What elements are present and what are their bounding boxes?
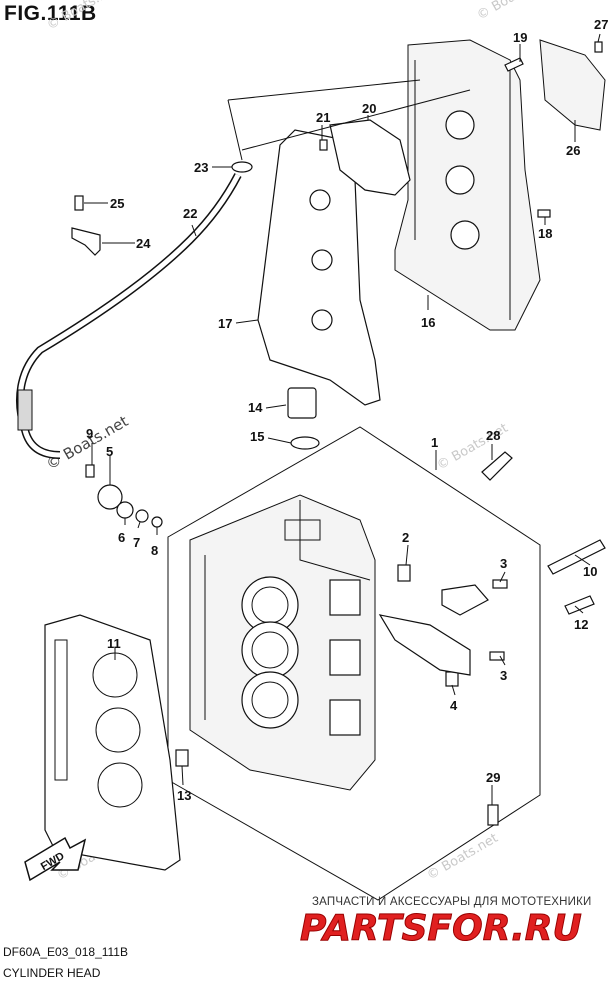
hose-clip <box>71 227 101 256</box>
cylinder-head <box>189 494 376 791</box>
filler-o-ring <box>290 436 320 450</box>
thermostat-gasket <box>116 501 134 519</box>
watermark-boats-2: © Boats.net <box>475 0 551 23</box>
callout-20: 20 <box>362 101 376 116</box>
callout-24: 24 <box>136 236 151 251</box>
hose-sleeve <box>17 389 33 431</box>
callout-12: 12 <box>574 617 588 632</box>
bolt-8 <box>151 516 163 528</box>
bolt-9 <box>85 464 95 478</box>
bolt-19 <box>504 57 524 72</box>
oil-filler-cap <box>287 387 317 419</box>
callout-26: 26 <box>566 143 580 158</box>
figure-name: CYLINDER HEAD <box>3 966 101 980</box>
callout-3b: 3 <box>500 668 507 683</box>
breather-hose <box>16 173 242 459</box>
callout-1: 1 <box>431 435 438 450</box>
callout-13: 13 <box>177 788 191 803</box>
callout-4: 4 <box>450 698 458 713</box>
bolt-10 <box>547 539 606 575</box>
plug-seal-1 <box>309 189 331 211</box>
watermark-boats-1: © Boats.net <box>45 0 121 33</box>
hose-clamp <box>231 161 253 173</box>
promo-tagline: ЗАПЧАСТИ И АКСЕССУАРЫ ДЛЯ МОТОТЕХНИКИ <box>312 896 592 908</box>
watermark-boats-main: © Boats.net <box>43 412 131 473</box>
callout-21: 21 <box>316 110 330 125</box>
page-title: FIG.111B <box>4 2 97 25</box>
callout-7: 7 <box>133 535 140 550</box>
callout-9: 9 <box>86 426 93 441</box>
callout-3a: 3 <box>500 556 507 571</box>
leader-lines <box>84 33 601 805</box>
callout-22: 22 <box>183 206 197 221</box>
callout-19: 19 <box>513 30 527 45</box>
callout-10: 10 <box>583 564 597 579</box>
callout-29: 29 <box>486 770 500 785</box>
fwd-arrow: FWD <box>24 836 87 882</box>
dowel-29 <box>487 804 499 826</box>
callout-23: 23 <box>194 160 208 175</box>
bolt-25 <box>74 195 84 211</box>
callout-2: 2 <box>402 530 409 545</box>
callout-18: 18 <box>538 226 552 241</box>
watermark-boats-4: © Boats.net <box>425 831 501 884</box>
bolt-12 <box>564 595 595 615</box>
cover-plate <box>539 39 606 131</box>
dowel-2 <box>397 564 411 582</box>
callout-27: 27 <box>594 17 608 32</box>
promo-logo-text: PARTSFOR.RU <box>300 908 582 949</box>
callout-15: 15 <box>250 429 264 444</box>
callout-16: 16 <box>421 315 435 330</box>
cam-cover <box>394 39 541 331</box>
callout-11: 11 <box>107 636 121 651</box>
dowel-4 <box>445 671 459 687</box>
plug-seal-3 <box>311 309 333 331</box>
seal-7 <box>135 509 149 523</box>
bolt-18 <box>537 209 551 218</box>
bolt-21 <box>319 139 328 151</box>
promo-logo: PARTSFOR.RU <box>300 908 583 950</box>
bolt-3b <box>489 651 505 661</box>
plug-seal-2 <box>311 249 333 271</box>
callout-17: 17 <box>218 316 232 331</box>
cam-cap-upper <box>441 584 489 616</box>
cam-cap-lower <box>378 614 471 676</box>
gasket-plate <box>329 119 411 196</box>
callout-6: 6 <box>118 530 125 545</box>
spark-plug <box>481 451 513 481</box>
bolt-3a <box>492 579 508 589</box>
figure-code: DF60A_E03_018_111B <box>3 945 128 959</box>
callout-14: 14 <box>248 400 263 415</box>
callout-5: 5 <box>106 444 113 459</box>
head-gasket <box>44 614 181 871</box>
callout-8: 8 <box>151 543 158 558</box>
bolt-27 <box>594 41 603 53</box>
callout-28: 28 <box>486 428 500 443</box>
callout-25: 25 <box>110 196 124 211</box>
dowel-13 <box>175 749 189 767</box>
